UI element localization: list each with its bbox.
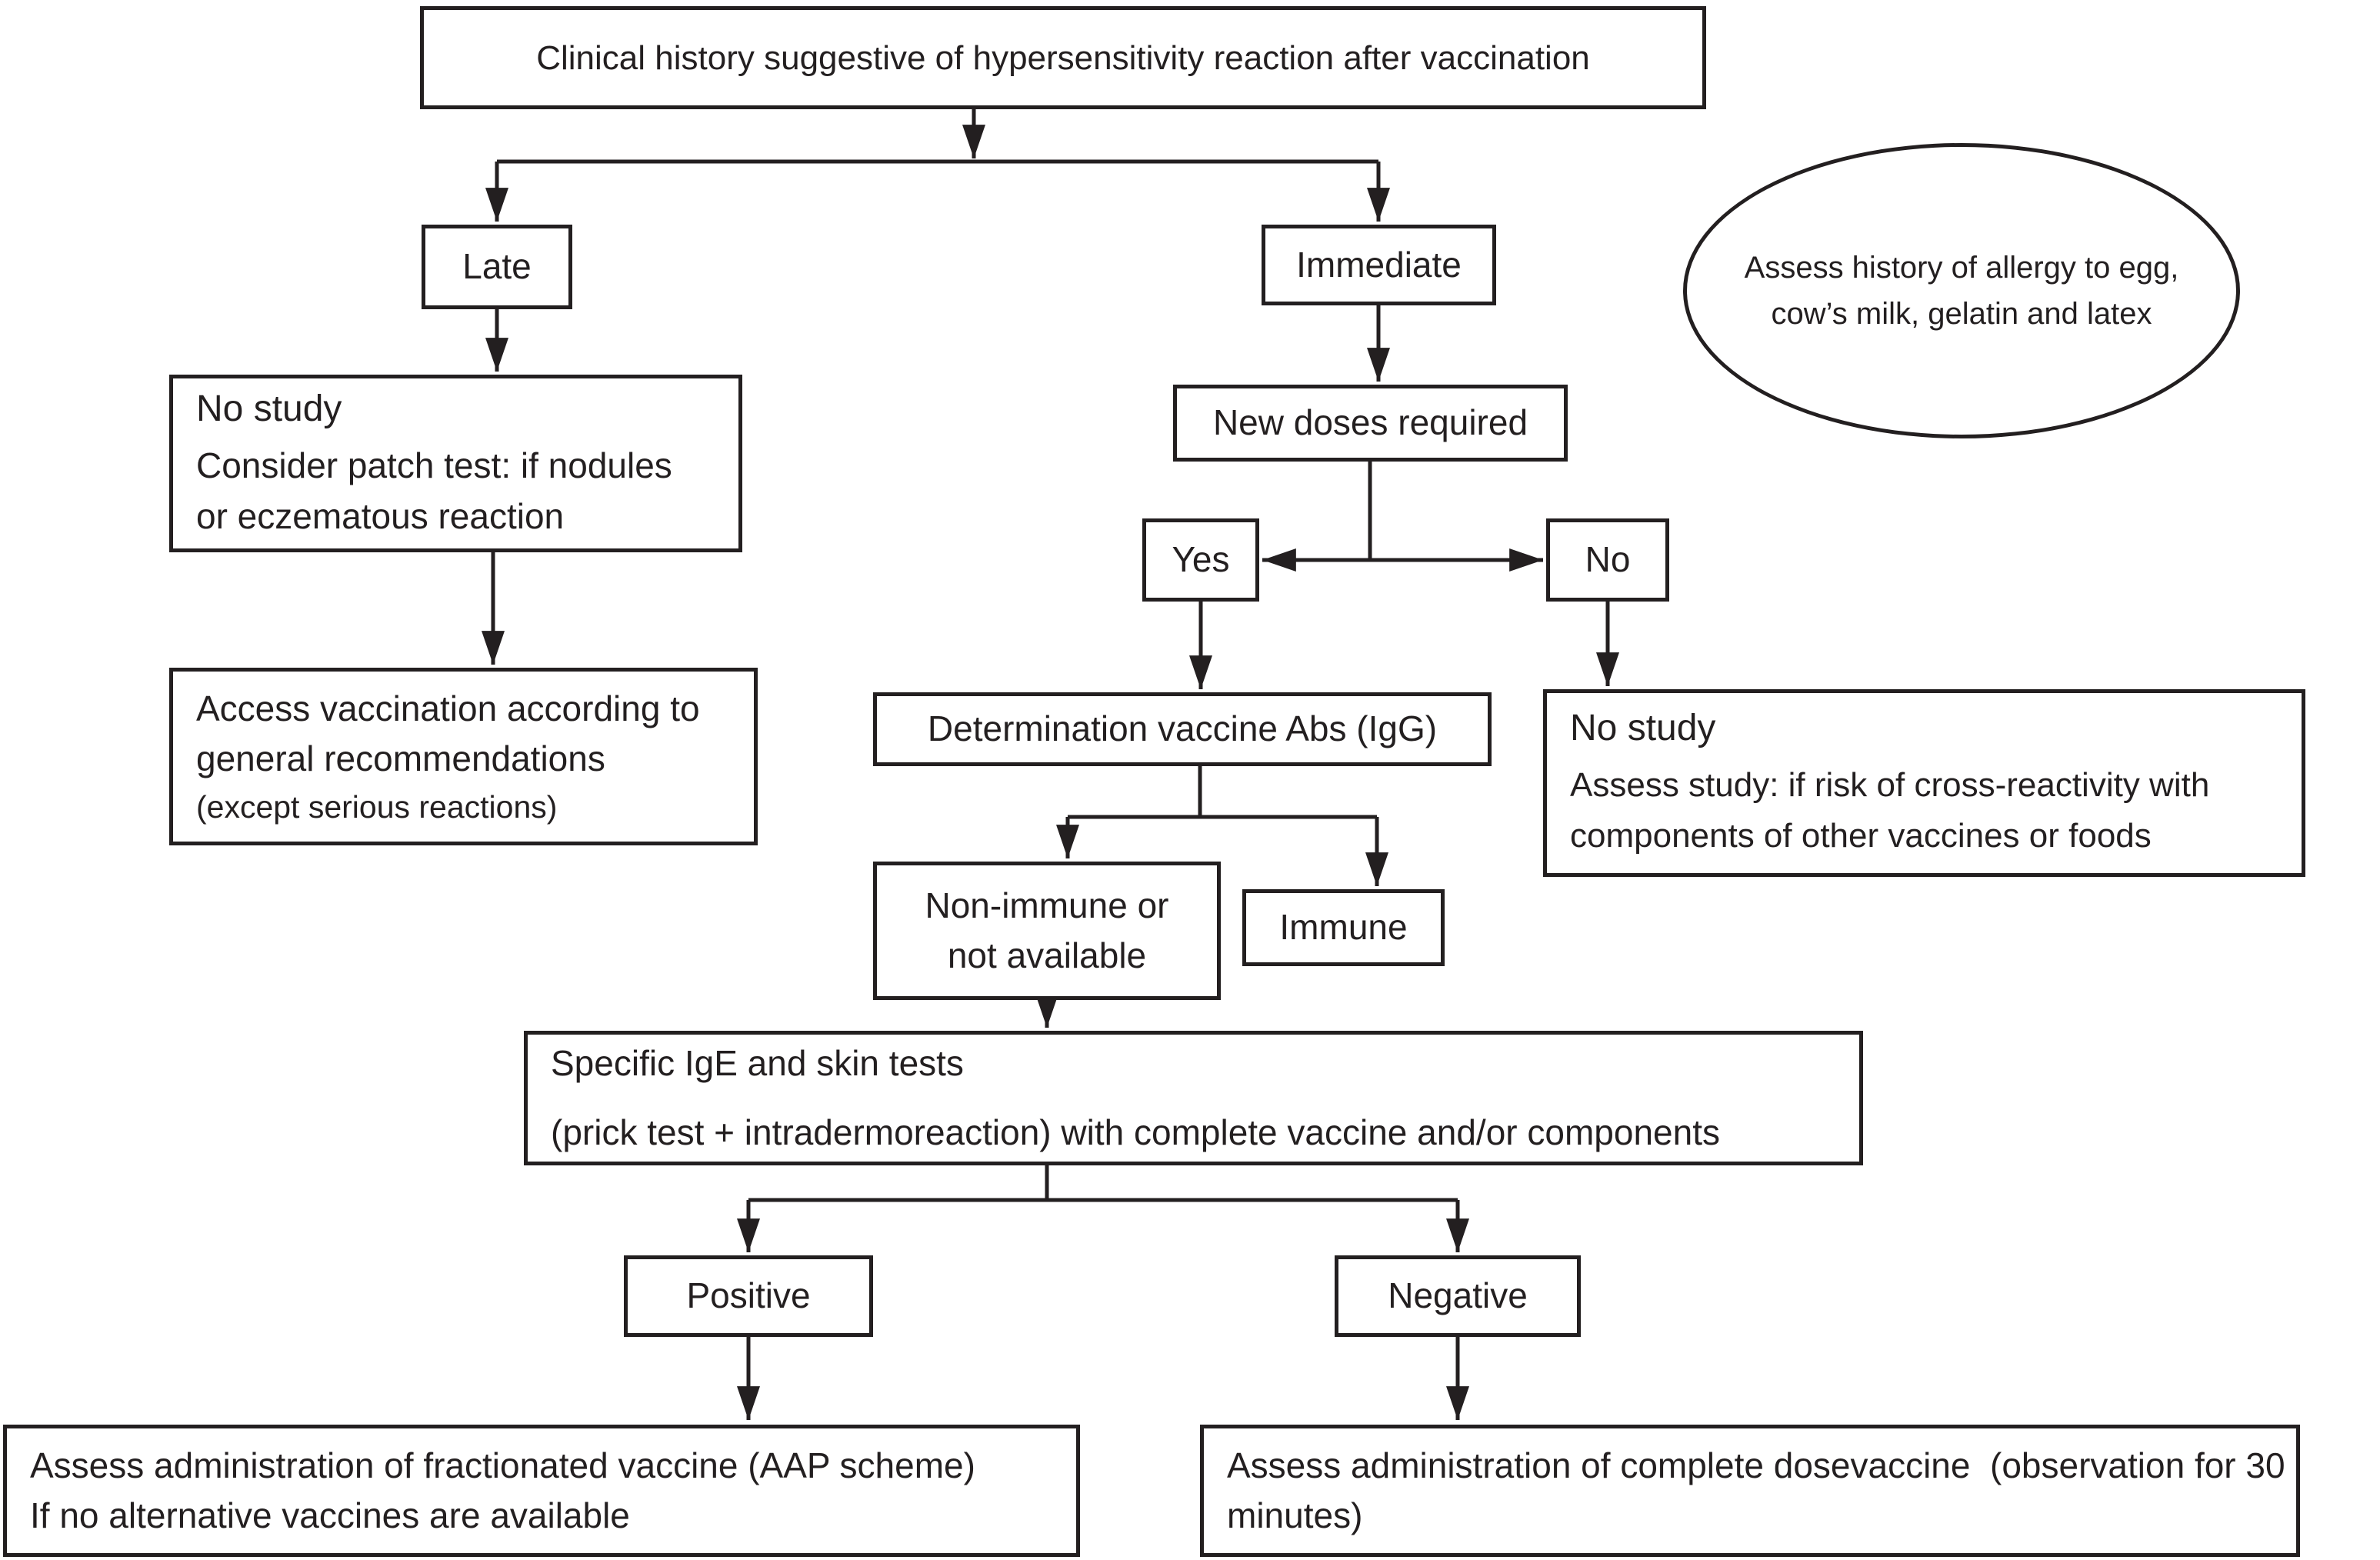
connectors bbox=[482, 109, 1619, 1420]
node-new-doses-label: New doses required bbox=[1212, 402, 1528, 443]
node-immune: Immune bbox=[1242, 889, 1445, 966]
node-no-study-late: No study Consider patch test: if nodules… bbox=[169, 375, 742, 552]
node-no-study-immediate-line1: Assess study: if risk of cross-reactivit… bbox=[1570, 766, 2210, 805]
node-fractionated-vaccine: Assess administration of fractionated va… bbox=[3, 1425, 1080, 1557]
node-specific-ige-line1: Specific IgE and skin tests bbox=[551, 1043, 964, 1084]
node-determination-abs: Determination vaccine Abs (IgG) bbox=[873, 692, 1492, 766]
node-negative: Negative bbox=[1335, 1255, 1581, 1337]
node-no-study-late-line2: or eczematous reaction bbox=[196, 495, 565, 536]
node-allergy-assessment-ellipse: Assess history of allergy to egg, cow’s … bbox=[1683, 143, 2240, 438]
node-yes: Yes bbox=[1142, 518, 1259, 602]
node-non-immune-line1: Non-immune or bbox=[925, 885, 1169, 925]
node-yes-label: Yes bbox=[1172, 539, 1230, 580]
node-negative-label: Negative bbox=[1388, 1275, 1528, 1316]
node-fractionated-line2: If no alternative vaccines are available bbox=[30, 1495, 630, 1535]
node-late: Late bbox=[422, 225, 572, 309]
node-determination-label: Determination vaccine Abs (IgG) bbox=[927, 708, 1438, 749]
node-new-doses-required: New doses required bbox=[1173, 385, 1568, 462]
node-no: No bbox=[1546, 518, 1669, 602]
node-positive-label: Positive bbox=[686, 1275, 811, 1316]
node-specific-ige-line2: (prick test + intradermoreaction) with c… bbox=[551, 1112, 1720, 1152]
node-access-note: (except serious reactions) bbox=[196, 788, 558, 825]
node-clinical-history-label: Clinical history suggestive of hypersens… bbox=[536, 38, 1590, 77]
node-complete-dose-line2: minutes) bbox=[1227, 1495, 1363, 1535]
node-complete-dose-line1: Assess administration of complete doseva… bbox=[1227, 1445, 2285, 1485]
node-access-vaccination: Access vaccination according to general … bbox=[169, 668, 758, 845]
node-allergy-line1: Assess history of allergy to egg, bbox=[1744, 251, 2179, 285]
node-immediate-label: Immediate bbox=[1296, 244, 1462, 285]
node-allergy-line2: cow’s milk, gelatin and latex bbox=[1771, 297, 2152, 331]
node-non-immune: Non-immune or not available bbox=[873, 862, 1221, 1000]
node-fractionated-line1: Assess administration of fractionated va… bbox=[30, 1445, 975, 1485]
node-immediate: Immediate bbox=[1262, 225, 1496, 305]
node-specific-ige-tests: Specific IgE and skin tests (prick test … bbox=[524, 1031, 1863, 1165]
node-non-immune-line2: not available bbox=[947, 935, 1147, 975]
node-late-label: Late bbox=[462, 246, 532, 287]
node-no-label: No bbox=[1585, 539, 1631, 580]
node-clinical-history: Clinical history suggestive of hypersens… bbox=[420, 6, 1706, 109]
node-no-study-late-heading: No study bbox=[196, 388, 342, 429]
node-positive: Positive bbox=[624, 1255, 873, 1337]
node-immune-label: Immune bbox=[1279, 907, 1408, 948]
node-access-line1: Access vaccination according to bbox=[196, 688, 700, 729]
node-access-line2: general recommendations bbox=[196, 738, 605, 779]
node-no-study-immediate-line2: components of other vaccines or foods bbox=[1570, 817, 2152, 855]
node-complete-dose: Assess administration of complete doseva… bbox=[1200, 1425, 2300, 1557]
node-no-study-late-line1: Consider patch test: if nodules bbox=[196, 445, 672, 486]
node-no-study-immediate: No study Assess study: if risk of cross-… bbox=[1543, 689, 2305, 877]
node-no-study-immediate-heading: No study bbox=[1570, 707, 1716, 748]
